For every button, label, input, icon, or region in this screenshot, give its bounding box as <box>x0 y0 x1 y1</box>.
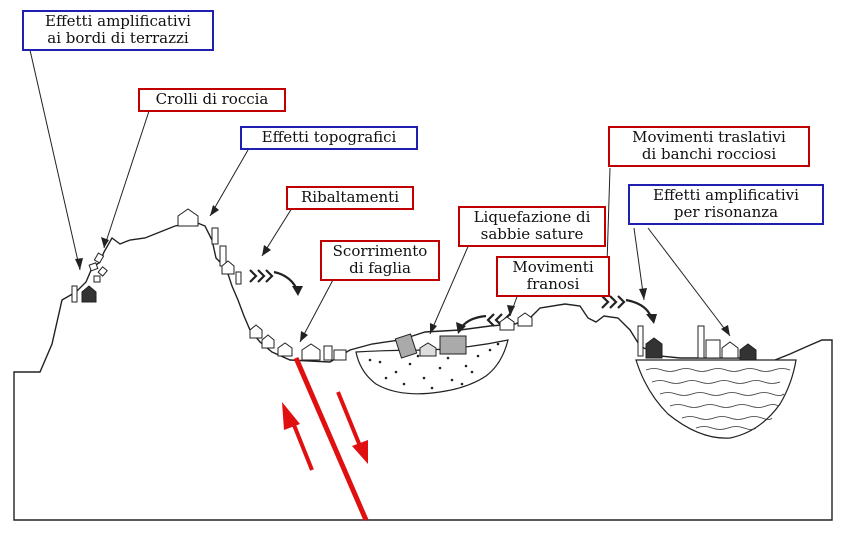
falling-rocks <box>88 252 108 283</box>
label-topographic-effects: Effetti topografici <box>240 126 418 150</box>
label-line: di banchi rocciosi <box>641 145 777 163</box>
label-line: ai bordi di terrazzi <box>47 29 189 47</box>
sand-dots <box>368 342 500 390</box>
label-toppling: Ribaltamenti <box>286 186 414 210</box>
label-line: per risonanza <box>673 203 779 221</box>
buildings <box>71 208 757 361</box>
label-line: di faglia <box>349 259 411 277</box>
label-translational-movements: Movimenti traslativi di banchi rocciosi <box>608 126 810 167</box>
label-line: Scorrimento <box>332 242 428 260</box>
label-resonance-effects: Effetti amplificativi per risonanza <box>628 184 824 225</box>
label-line: Movimenti <box>512 258 594 276</box>
label-line: franosi <box>526 275 580 293</box>
label-rock-fall: Crolli di roccia <box>138 88 286 112</box>
motion-arrowheads <box>292 286 657 334</box>
label-landslides: Movimenti franosi <box>496 256 610 297</box>
fault-arrow-up <box>282 402 314 471</box>
label-line: sabbie sature <box>480 225 584 243</box>
fault-arrow-down <box>336 391 368 464</box>
leader-lines <box>29 49 731 343</box>
alluvial-basin <box>635 359 797 439</box>
basin-layers <box>645 368 791 430</box>
label-line: Effetti topografici <box>261 128 397 146</box>
label-line: Liquefazione di <box>473 208 591 226</box>
label-terrace-edge-effects: Effetti amplificativi ai bordi di terraz… <box>22 10 214 51</box>
label-liquefaction: Liquefazione di sabbie sature <box>458 206 606 247</box>
label-line: Effetti amplificativi <box>45 12 191 30</box>
leader-arrowheads <box>75 205 730 342</box>
label-line: Crolli di roccia <box>155 90 269 108</box>
label-line: Effetti amplificativi <box>653 186 799 204</box>
label-fault-slip: Scorrimento di faglia <box>320 240 440 281</box>
label-line: Movimenti traslativi <box>632 128 786 146</box>
fault-line <box>293 357 369 521</box>
label-line: Ribaltamenti <box>301 188 399 206</box>
